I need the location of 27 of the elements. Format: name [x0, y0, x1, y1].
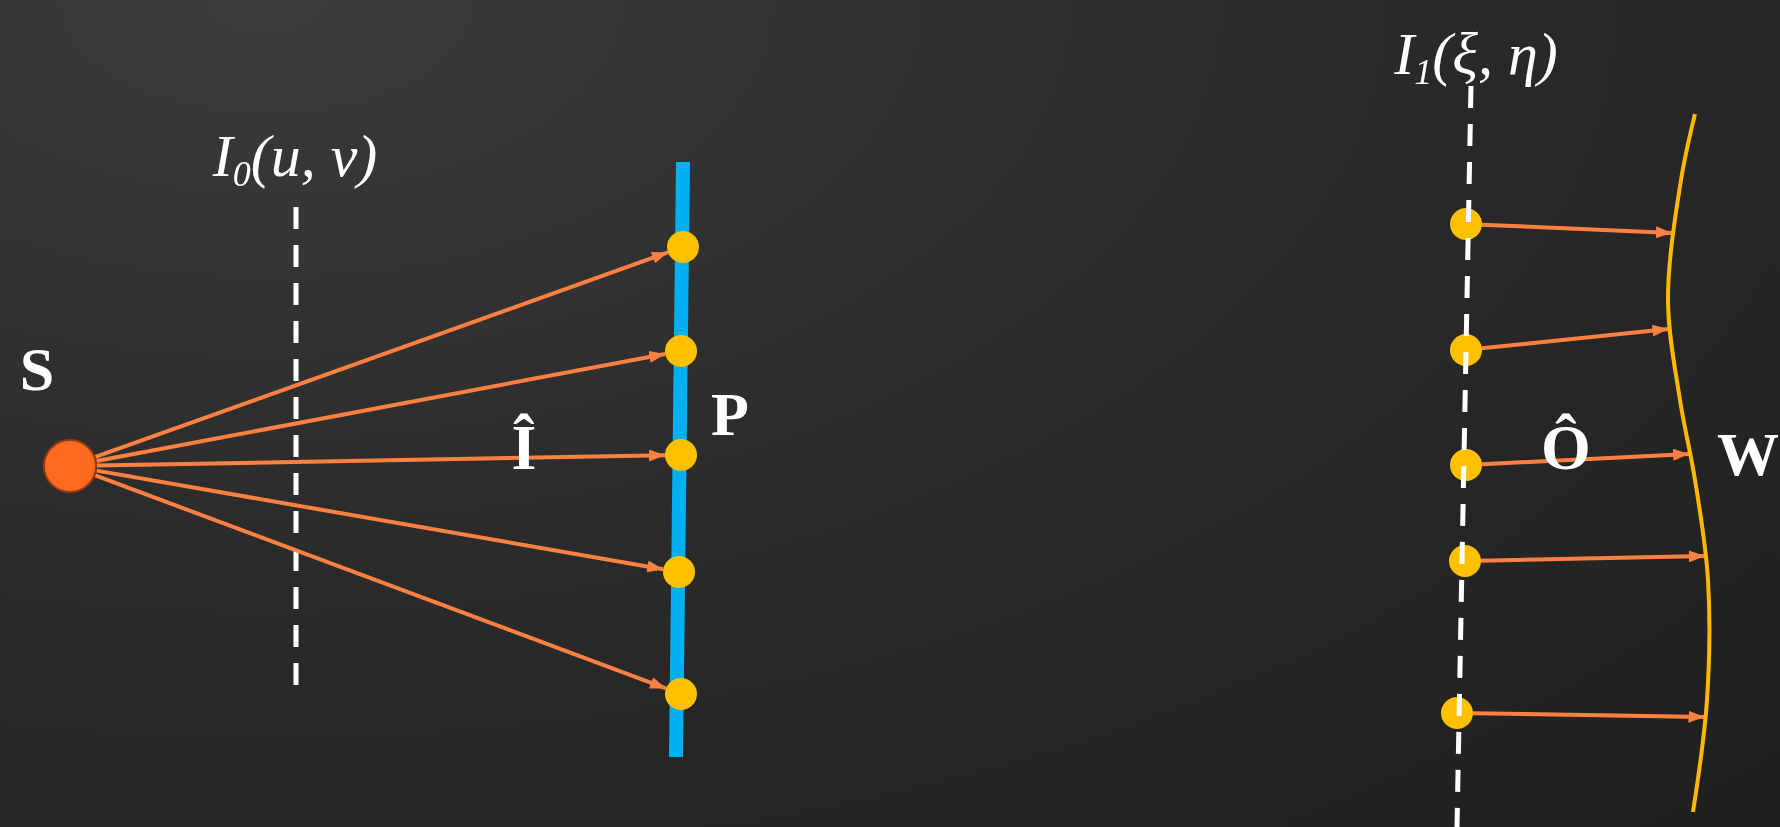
- light-source-circle: [42, 438, 98, 494]
- plane-label: P: [711, 383, 749, 445]
- ray-arrow: [96, 449, 666, 468]
- sample-point: [1449, 448, 1483, 482]
- ray-arrow: [96, 351, 666, 463]
- sample-point: [1448, 544, 1482, 578]
- sample-point: [1440, 696, 1474, 730]
- sample-point: [662, 555, 696, 589]
- ray-arrow: [1481, 324, 1669, 351]
- plane-label: I$_{0}$(u, v): [212, 125, 378, 193]
- sample-point: [666, 230, 700, 264]
- sample-point: [1449, 207, 1483, 241]
- plane-label: S: [19, 338, 55, 400]
- ray-arrow: [1481, 222, 1673, 239]
- ray-arrow: [94, 250, 669, 459]
- sample-point: [664, 677, 698, 711]
- ray-arrow: [96, 468, 664, 573]
- ray-arrow: [94, 473, 667, 691]
- plane-label: W: [1717, 423, 1779, 485]
- ray-arrow: [1472, 710, 1705, 723]
- screen-plane-bar: [669, 162, 690, 757]
- ray-arrow: [1480, 550, 1706, 563]
- sample-point: [664, 438, 698, 472]
- sample-point: [664, 334, 698, 368]
- plane-label: I$_{1}$(ξ, η): [1394, 23, 1558, 91]
- sample-point: [1449, 333, 1483, 367]
- ray-arrow: [1481, 448, 1690, 467]
